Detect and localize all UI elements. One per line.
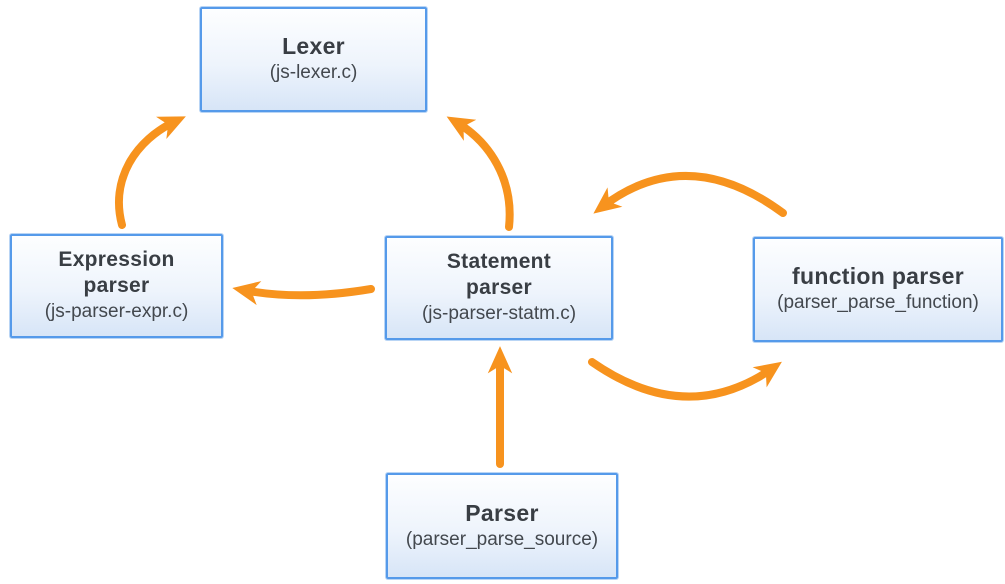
node-parser-subtitle: (parser_parse_source)	[405, 528, 599, 550]
node-function-parser: function parser (parser_parse_function)	[753, 237, 1003, 342]
arrow-function-to-statement	[593, 171, 787, 217]
node-expression-parser-subtitle: (js-parser-expr.c)	[44, 301, 189, 322]
node-lexer: Lexer (js-lexer.c)	[200, 7, 427, 112]
node-function-parser-subtitle: (parser_parse_function)	[777, 292, 979, 313]
node-expression-parser-title-line1: Expression	[58, 248, 175, 271]
arrow-statement-to-lexer	[446, 116, 514, 231]
node-statement-parser-title-line2: parser	[465, 276, 532, 299]
node-statement-parser-title-line1: Statement	[446, 250, 552, 273]
node-parser: Parser (parser_parse_source)	[386, 473, 618, 579]
node-lexer-title: Lexer	[282, 33, 345, 59]
node-function-parser-title: function parser	[792, 263, 964, 289]
arrow-statement-to-function	[588, 358, 782, 401]
node-parser-title: Parser	[465, 499, 539, 526]
node-statement-parser: Statement parser (js-parser-statm.c)	[385, 236, 613, 340]
node-statement-parser-subtitle: (js-parser-statm.c)	[421, 303, 577, 324]
node-expression-parser: Expression parser (js-parser-expr.c)	[10, 234, 223, 338]
arrow-statement-to-expression	[232, 281, 375, 306]
node-lexer-subtitle: (js-lexer.c)	[269, 62, 358, 83]
arrow-expression-to-lexer	[114, 116, 186, 229]
node-expression-parser-title-line2: parser	[83, 274, 150, 297]
